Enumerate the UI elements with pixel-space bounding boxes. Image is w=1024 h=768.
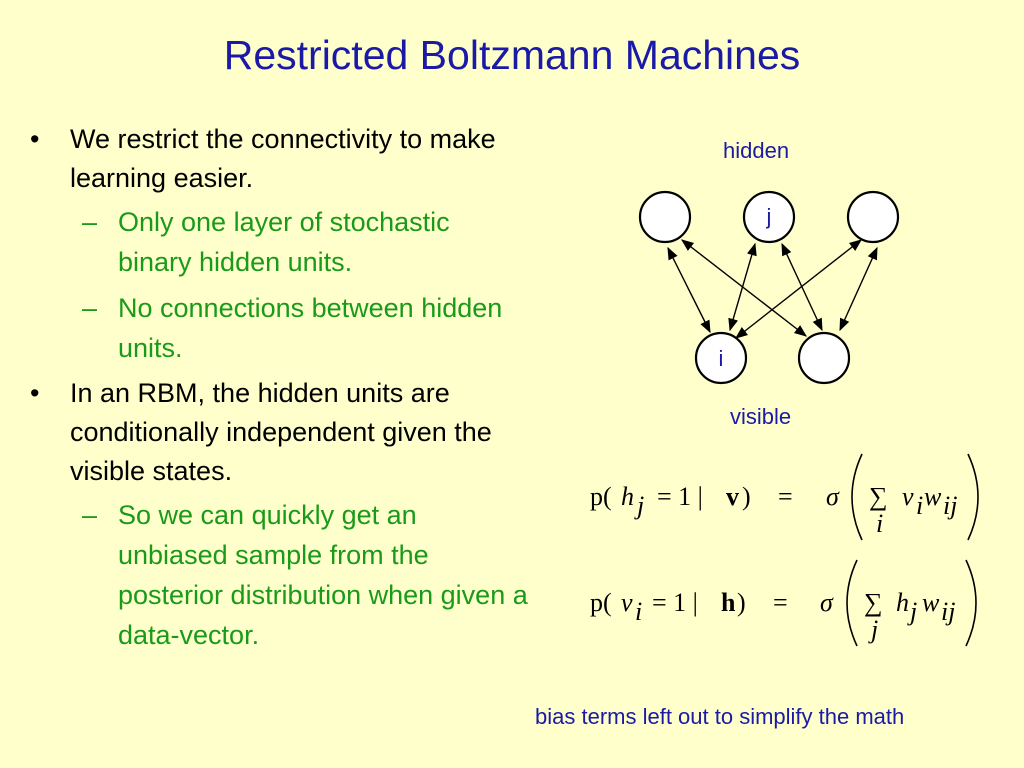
connection-h3-v2 <box>839 246 878 332</box>
bullet-1-text: We restrict the connectivity to make lea… <box>70 124 496 193</box>
sub-bullet-1-1-text: Only one layer of stochastic binary hidd… <box>118 207 450 277</box>
visible-unit-i <box>694 331 748 385</box>
hidden-unit-j <box>742 190 796 244</box>
eq1-lhs-p: p( <box>590 482 612 511</box>
bullet-1: • We restrict the connectivity to make l… <box>28 120 528 198</box>
eq2-weight: w <box>922 588 940 617</box>
eq1-term-var: v <box>902 482 914 511</box>
dash-marker: – <box>82 207 98 237</box>
eq1-lhs-var: h <box>621 482 634 511</box>
eq2-right-paren <box>965 559 977 647</box>
dash-marker: – <box>82 293 98 323</box>
visible-unit-2 <box>797 331 851 385</box>
eq2-lhs-given: h <box>721 588 736 617</box>
connections <box>667 239 878 339</box>
eq2-sigma: σ <box>820 588 834 617</box>
bullet-marker: • <box>30 124 40 154</box>
eq2-lhs-cond: = 1 | <box>652 588 698 617</box>
bullet-marker: • <box>30 378 40 408</box>
eq2-term-var: h <box>896 588 909 617</box>
hidden-layer-label: hidden <box>723 138 790 163</box>
eq1-lhs-close: ) <box>742 482 751 511</box>
eq1-weight: w <box>924 482 942 511</box>
connection-h3-v1 <box>735 239 862 339</box>
hidden-unit-j-label: j <box>766 204 772 229</box>
sub-bullet-1-2: – No connections between hidden units. <box>28 288 528 368</box>
bullet-list: • We restrict the connectivity to make l… <box>28 120 528 661</box>
eq1-equals: = <box>778 482 793 511</box>
sub-bullet-2-1: – So we can quickly get an unbiased samp… <box>28 495 528 655</box>
eq1-lhs-given: v <box>726 482 739 511</box>
connection-h1-v2 <box>681 239 807 337</box>
sub-bullet-1-2-text: No connections between hidden units. <box>118 293 503 363</box>
eq1-lhs-sub: j <box>634 491 644 520</box>
equation-2: p( v i = 1 | h ) = σ ∑ j h j w ij <box>590 559 977 647</box>
hidden-unit-3 <box>846 190 900 244</box>
dash-marker: – <box>82 500 98 530</box>
eq2-left-paren <box>846 559 858 647</box>
eq2-lhs-p: p( <box>590 588 612 617</box>
bias-note: bias terms left out to simplify the math <box>535 704 905 729</box>
connection-h2-v2 <box>781 242 823 332</box>
sub-bullet-1-1: – Only one layer of stochastic binary hi… <box>28 202 528 282</box>
eq1-sigma: σ <box>826 482 840 511</box>
eq1-right-paren <box>967 453 979 541</box>
eq2-weight-sub: ij <box>941 597 955 626</box>
eq1-sum-symbol: ∑ <box>869 482 888 511</box>
eq1-sum-index: i <box>876 509 883 538</box>
sub-bullet-2-1-text: So we can quickly get an unbiased sample… <box>118 500 528 650</box>
eq2-lhs-var: v <box>621 588 633 617</box>
visible-layer-label: visible <box>730 404 792 429</box>
hidden-unit-1 <box>638 190 692 244</box>
eq2-lhs-sub: i <box>635 597 642 626</box>
slide-title: Restricted Boltzmann Machines <box>223 32 801 78</box>
eq1-term-sub: i <box>916 491 923 520</box>
bullet-2-text: In an RBM, the hidden units are conditio… <box>70 378 492 486</box>
eq2-sum-index: j <box>868 615 878 644</box>
eq1-weight-sub: ij <box>943 491 957 520</box>
equation-1: p( h j = 1 | v ) = σ ∑ i v i w ij <box>590 453 979 541</box>
eq2-sum-symbol: ∑ <box>864 588 883 617</box>
eq2-equals: = <box>773 588 788 617</box>
eq1-left-paren <box>851 453 863 541</box>
eq2-term-sub: j <box>907 597 917 626</box>
eq2-lhs-close: ) <box>737 588 746 617</box>
connection-h1-v1 <box>667 246 711 334</box>
eq1-lhs-cond: = 1 | <box>657 482 703 511</box>
connection-h2-v1 <box>728 242 757 332</box>
bullet-2: • In an RBM, the hidden units are condit… <box>28 374 528 491</box>
visible-unit-i-label: i <box>719 346 724 371</box>
